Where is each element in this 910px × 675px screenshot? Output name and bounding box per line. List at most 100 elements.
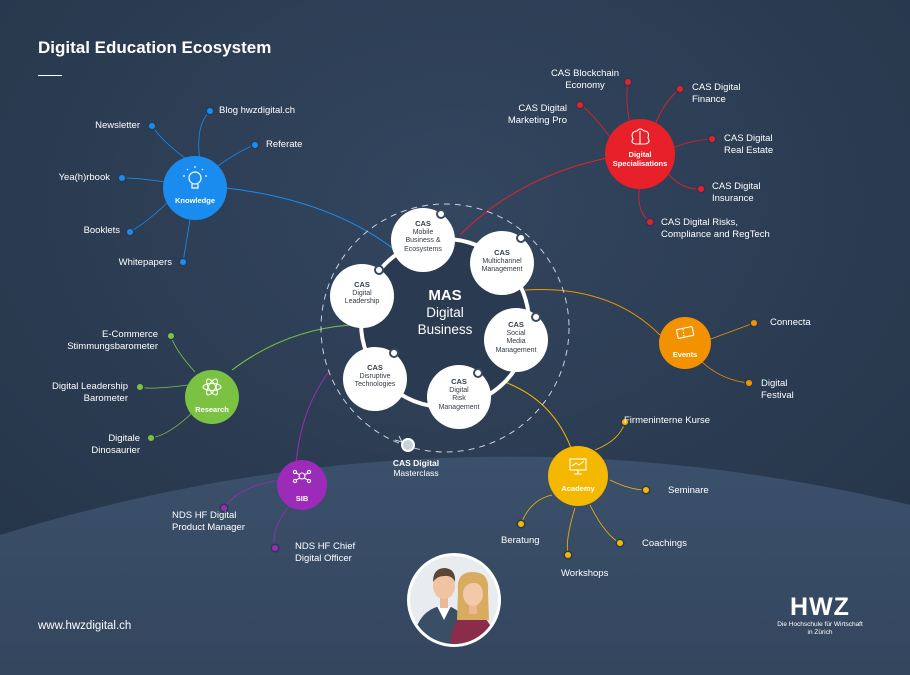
hub-academy[interactable]: [548, 446, 608, 506]
knowledge-item-booklets[interactable]: Booklets: [83, 225, 120, 236]
cas-prefix: CAS: [354, 280, 370, 289]
cas-social-media-label: CAS Social Media Management: [484, 320, 548, 355]
sib-item-product-manager[interactable]: NDS HF Digital Product Manager: [172, 510, 245, 533]
cas-module-circles: [330, 208, 548, 429]
cas-line: Ecosystems: [404, 245, 442, 253]
hub-knowledge[interactable]: [163, 156, 227, 220]
events-dots: [744, 318, 759, 388]
masterclass-line2: Masterclass: [393, 468, 439, 478]
brain-icon: [631, 128, 650, 145]
hub-research[interactable]: [185, 370, 239, 424]
cas-disruptive-label: CAS Disruptive Technologies: [343, 363, 407, 390]
cas-leadership-label: CAS Digital Leadership: [330, 280, 394, 307]
cas-line: Mobile: [412, 228, 434, 236]
academy-item-workshops[interactable]: Workshops: [561, 568, 609, 579]
academy-dots: [516, 417, 651, 560]
spec-item-finance[interactable]: CAS Digital Finance: [692, 82, 741, 105]
cas-leadership-circle[interactable]: [330, 264, 394, 328]
events-item-connecta[interactable]: Connecta: [770, 317, 811, 328]
cas-multichannel-label: CAS Multichannel Management: [470, 248, 534, 275]
lightbulb-icon: [183, 166, 207, 189]
research-item-leadership-barometer[interactable]: Digital Leadership Barometer: [51, 381, 128, 404]
cas-risk-circle[interactable]: [427, 365, 491, 429]
sib-item-cdo[interactable]: NDS HF Chief Digital Officer: [295, 541, 356, 564]
cas-line: Multichannel: [482, 257, 522, 265]
cas-line: Media: [506, 338, 526, 345]
specialisations-dots: [575, 77, 717, 227]
cas-prefix: CAS: [415, 219, 431, 228]
spec-item-blockchain[interactable]: CAS Blockchain Economy: [550, 68, 620, 91]
cas-line: Management: [481, 266, 523, 273]
cas-prefix: CAS: [367, 363, 383, 372]
cas-mobile-circle[interactable]: [391, 208, 455, 272]
spec-item-insurance[interactable]: CAS Digital Insurance: [712, 181, 761, 204]
hub-connectors: [225, 156, 661, 466]
knowledge-item-whitepapers[interactable]: Whitepapers: [118, 257, 172, 268]
events-item-festival[interactable]: Digital Festival: [761, 378, 794, 401]
cas-line: Risk: [452, 395, 466, 402]
mas-label-line3: Business: [417, 322, 473, 337]
masterclass-dot[interactable]: [401, 438, 415, 452]
hub-knowledge-label: Knowledge: [174, 196, 215, 205]
title-underline: [38, 75, 62, 76]
ticket-icon: [675, 326, 695, 339]
cas-line: Disruptive: [359, 372, 391, 380]
cas-line: Leadership: [344, 298, 380, 305]
people-avatar: [407, 553, 501, 647]
research-item-dinosaurier[interactable]: Digitale Dinosaurier: [91, 433, 140, 456]
hub-specialisations-label: Digital Specialisations: [612, 150, 668, 168]
hub-events[interactable]: [659, 317, 711, 369]
cas-prefix: CAS: [508, 320, 524, 329]
orbit-arrow-icon: [394, 435, 403, 443]
knowledge-item-blog[interactable]: Blog hwzdigital.ch: [219, 105, 296, 116]
knowledge-dots: [117, 106, 260, 267]
academy-item-seminare[interactable]: Seminare: [668, 485, 709, 496]
academy-item-beratung[interactable]: Beratung: [501, 535, 540, 546]
cas-line: Digital: [449, 386, 469, 394]
cas-module-markers: [374, 209, 541, 378]
hub-specialisations[interactable]: [605, 119, 675, 189]
mas-label-line2: Digital: [426, 305, 464, 320]
cas-prefix: CAS: [451, 377, 467, 386]
academy-item-coachings[interactable]: Coachings: [642, 538, 687, 549]
cas-social-media-circle[interactable]: [484, 308, 548, 372]
network-icon: [292, 469, 312, 484]
cas-line: Management: [495, 346, 537, 354]
research-item-ecommerce[interactable]: E-Commerce Stimmungsbarometer: [67, 329, 158, 352]
cas-disruptive-circle[interactable]: [343, 347, 407, 411]
page-title: Digital Education Ecosystem: [38, 38, 272, 57]
masterclass-label: CAS Digital Masterclass: [380, 458, 452, 478]
hwz-logo-subtitle-2: in Zürich: [807, 629, 833, 636]
cas-multichannel-circle[interactable]: [470, 231, 534, 295]
academy-item-firmeninterne-kurse[interactable]: Firmeninterne Kurse: [624, 415, 711, 426]
spec-item-marketing-pro[interactable]: CAS Digital Marketing Pro: [507, 103, 567, 126]
spec-item-risks-compliance[interactable]: CAS Digital Risks, Compliance and RegTec…: [661, 217, 770, 240]
masterclass-line1: CAS Digital: [392, 458, 440, 468]
footer-url-link[interactable]: www.hwzdigital.ch: [38, 620, 132, 632]
cas-line: Digital: [352, 289, 372, 297]
cas-risk-label: CAS Digital Risk Management: [427, 377, 491, 412]
research-dots: [135, 331, 176, 443]
hub-sib[interactable]: [277, 460, 327, 510]
knowledge-item-referate[interactable]: Referate: [266, 139, 303, 150]
hub-research-label: Research: [195, 405, 229, 414]
knowledge-item-newsletter[interactable]: Newsletter: [95, 120, 140, 131]
cas-line: Management: [438, 403, 480, 411]
cas-line: Technologies: [354, 381, 396, 388]
mas-dashed-orbit: [320, 203, 570, 453]
hub-academy-label: Academy: [561, 484, 595, 493]
cas-line: Social: [506, 329, 526, 337]
mas-center-label: MAS Digital Business: [395, 287, 495, 338]
cas-prefix: CAS: [494, 248, 510, 257]
mas-label-line1: MAS: [428, 287, 462, 304]
knowledge-item-yearbook[interactable]: Yea(h)rbook: [58, 172, 110, 183]
spec-item-real-estate[interactable]: CAS Digital Real Estate: [724, 133, 774, 156]
hub-sib-label: SIB: [295, 494, 309, 503]
sib-dots: [219, 503, 280, 553]
presentation-board-icon: [569, 458, 587, 475]
cas-line: Business &: [405, 237, 441, 244]
hwz-logo-subtitle-1: Die Hochschule für Wirtschaft: [777, 621, 863, 628]
cas-mobile-label: CAS Mobile Business & Ecosystems: [391, 219, 455, 254]
hub-events-label: Events: [672, 350, 698, 359]
